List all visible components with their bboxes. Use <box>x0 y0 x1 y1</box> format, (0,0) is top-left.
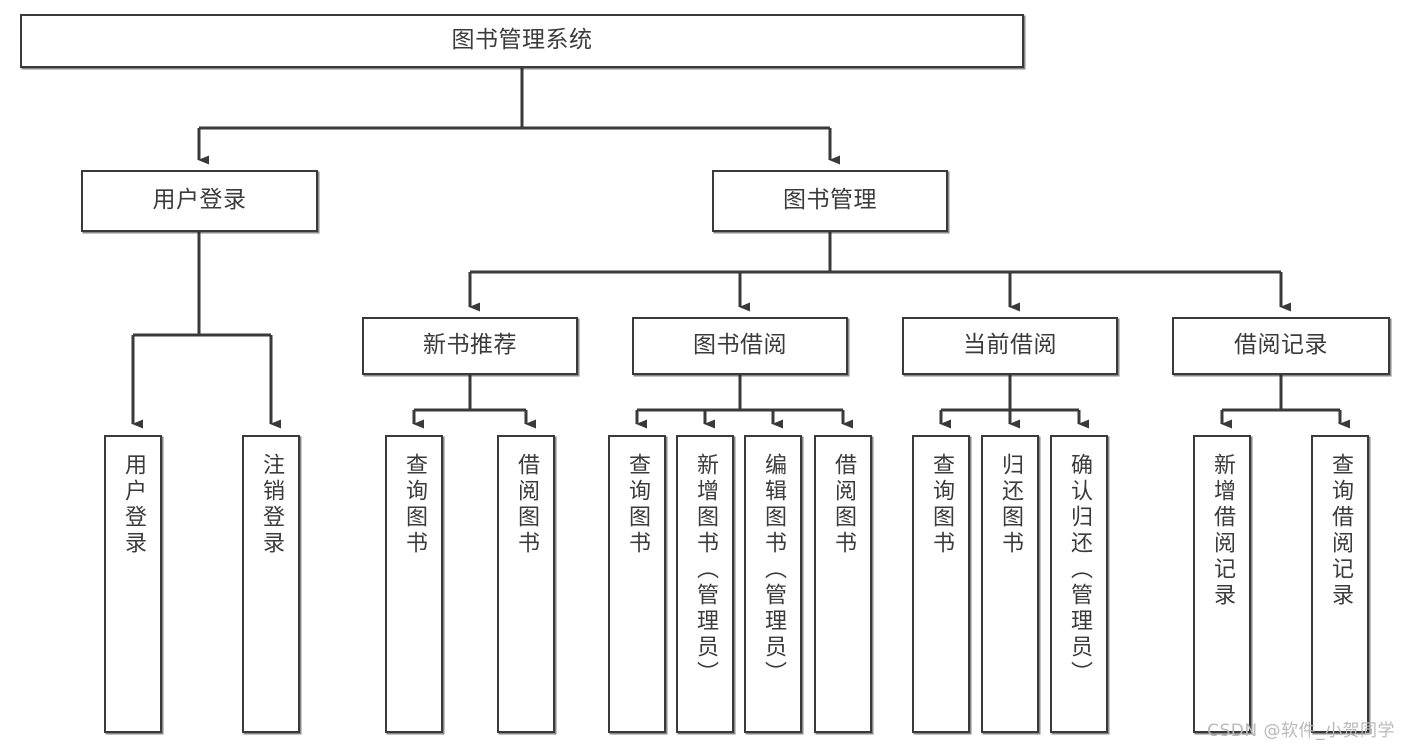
node-label: 编辑图书（管理员） <box>761 453 786 687</box>
node-new-book-recommend[interactable]: 新书推荐 <box>362 317 578 375</box>
leaf-user-login-signin[interactable]: 用户登录 <box>104 435 162 733</box>
node-label: 图书管理系统 <box>451 27 593 54</box>
node-borrow-record[interactable]: 借阅记录 <box>1172 317 1390 375</box>
node-root-system[interactable]: 图书管理系统 <box>20 14 1024 68</box>
leaf-book-borrow-lend[interactable]: 借阅图书 <box>814 435 872 733</box>
leaf-user-login-signout[interactable]: 注销登录 <box>242 435 300 733</box>
node-label: 用户登录 <box>121 453 146 557</box>
node-book-management[interactable]: 图书管理 <box>712 170 948 232</box>
leaf-current-borrow-return[interactable]: 归还图书 <box>981 435 1039 733</box>
node-label: 新增图书（管理员） <box>693 453 718 687</box>
leaf-borrow-record-add[interactable]: 新增借阅记录 <box>1193 435 1251 733</box>
leaf-current-borrow-confirm-return[interactable]: 确认归还（管理员） <box>1050 435 1108 733</box>
leaf-current-borrow-query[interactable]: 查询图书 <box>912 435 970 733</box>
node-label: 图书借阅 <box>693 332 787 359</box>
node-label: 查询图书 <box>929 453 954 557</box>
node-label: 新书推荐 <box>423 332 517 359</box>
node-label: 归还图书 <box>998 453 1023 557</box>
leaf-book-borrow-query[interactable]: 查询图书 <box>608 435 666 733</box>
node-label: 借阅图书 <box>831 453 856 557</box>
node-user-login[interactable]: 用户登录 <box>81 170 318 232</box>
node-book-borrow[interactable]: 图书借阅 <box>632 317 848 375</box>
node-label: 查询借阅记录 <box>1328 453 1353 609</box>
leaf-book-borrow-edit[interactable]: 编辑图书（管理员） <box>744 435 802 733</box>
node-label: 借阅记录 <box>1234 332 1328 359</box>
node-label: 确认归还（管理员） <box>1067 453 1092 687</box>
leaf-new-book-borrow[interactable]: 借阅图书 <box>497 435 555 733</box>
csdn-watermark: CSDN @软件_小贺同学 <box>1207 721 1395 741</box>
node-label: 借阅图书 <box>514 453 539 557</box>
node-label: 当前借阅 <box>963 332 1057 359</box>
leaf-book-borrow-add[interactable]: 新增图书（管理员） <box>676 435 734 733</box>
node-label: 查询图书 <box>625 453 650 557</box>
node-label: 用户登录 <box>152 187 247 214</box>
node-label: 图书管理 <box>783 187 877 214</box>
node-current-borrow[interactable]: 当前借阅 <box>902 317 1118 375</box>
node-label: 注销登录 <box>259 453 284 557</box>
leaf-new-book-query[interactable]: 查询图书 <box>385 435 443 733</box>
leaf-borrow-record-query[interactable]: 查询借阅记录 <box>1311 435 1369 733</box>
node-label: 新增借阅记录 <box>1210 453 1235 609</box>
node-label: 查询图书 <box>402 453 427 557</box>
